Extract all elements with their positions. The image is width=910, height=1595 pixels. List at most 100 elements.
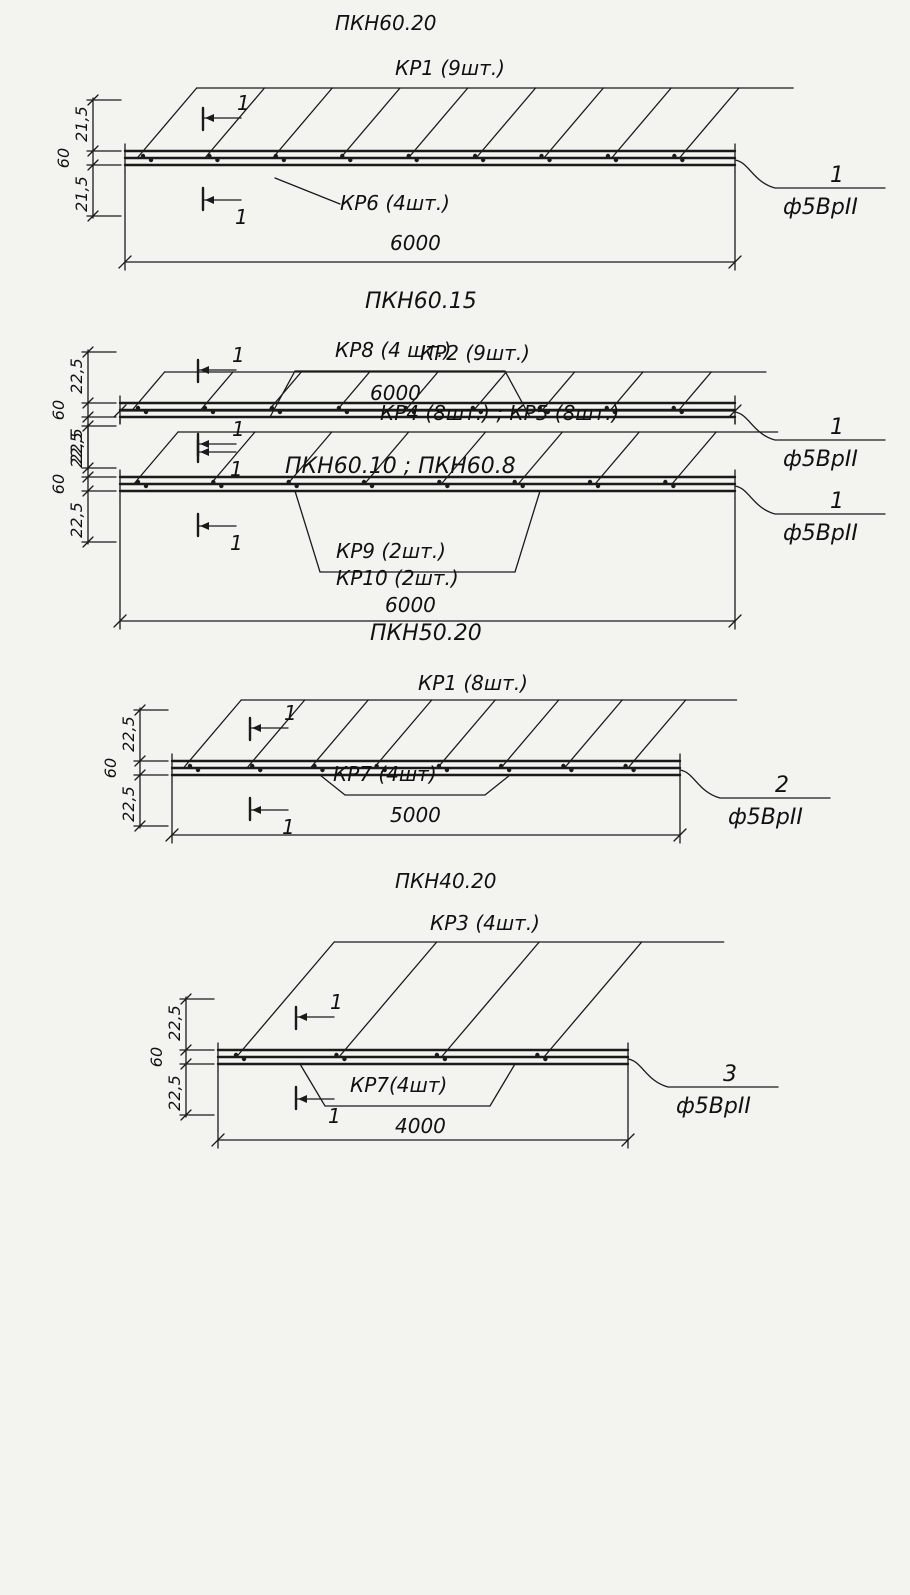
panel-5-weld-b-1 <box>241 1056 247 1062</box>
panel-1-weld-7 <box>539 153 544 159</box>
panel-5-weld-b-4 <box>543 1056 548 1062</box>
panel-1-weld-3 <box>273 153 279 159</box>
panel-4-top-label: КР1 (8шт.) <box>418 671 528 695</box>
panel-3-lower-label-2: КР10 (2шт.) <box>336 566 459 590</box>
panel-1-frame-diagonal-1 <box>136 87 198 159</box>
panel-5-weld-b-2 <box>342 1056 347 1062</box>
panel-4-section-top-head <box>252 724 261 732</box>
panel-1-weld-9 <box>672 153 677 159</box>
panel-1-frame-diagonal-9 <box>678 87 740 159</box>
panel-1-title: ПКН60.20 <box>335 11 437 35</box>
panel-3-weld-b-5 <box>445 483 450 489</box>
panel-3-weld-b-8 <box>671 483 676 489</box>
panel-2-tag-number: 1 <box>830 415 844 440</box>
panel-4-weld-3 <box>312 763 317 769</box>
panel-3-weld-6 <box>512 479 517 485</box>
panel-2-frame-diagonal-5 <box>404 371 439 411</box>
panel-2-dim-tick-left <box>113 404 127 418</box>
panel-2-frame-diagonal-9 <box>678 371 712 411</box>
panel-3-length: 6000 <box>385 593 436 617</box>
panel-5-weld-b-3 <box>442 1056 448 1062</box>
panel-1-frame-diagonal-3 <box>272 87 333 159</box>
panel-1-lower-leader <box>274 177 341 205</box>
panel-3-frame-diagonal-2 <box>210 431 256 485</box>
panel-4-title: ПКН50.20 <box>370 621 482 646</box>
panel-1-section-top-head <box>205 114 214 122</box>
panel-1-weld-b-2 <box>215 157 220 163</box>
panel-3-frame-diagonal-6 <box>517 431 564 485</box>
panel-3-weld-2 <box>211 479 216 485</box>
panel-4-weld-7 <box>561 763 566 769</box>
panel-5-weld-4 <box>535 1052 540 1058</box>
panel-1-weld-b-3 <box>281 157 287 163</box>
panel-4-frame-diagonal-6 <box>500 699 560 769</box>
panel-4-weld-b-5 <box>444 767 450 773</box>
panel-2-section-bottom-head <box>200 448 209 456</box>
panel-1-frame-diagonal-5 <box>407 87 469 159</box>
panel-1-weld-4 <box>340 153 345 159</box>
panel-4-tag-leader <box>679 769 831 799</box>
panel-5-frame-diagonal-2 <box>338 941 438 1058</box>
panel-1-weld-6 <box>472 153 478 159</box>
panel-3-weld-b-6 <box>520 483 525 489</box>
panel-1-frame-diagonal-6 <box>475 87 537 159</box>
panel-3-weld-7 <box>587 479 593 485</box>
panel-5-top-label: КР3 (4шт.) <box>430 911 540 935</box>
panel-3-tag-bar: ф5ВрII <box>783 521 858 546</box>
panel-1-lower-label: КР6 (4шт.) <box>340 191 450 215</box>
panel-2-weld-9 <box>671 405 676 411</box>
panel-4-section-mark-bottom: 1 <box>282 815 295 839</box>
panel-2-tag-bar: ф5ВрII <box>783 447 858 472</box>
panel-4-weld-6 <box>498 763 504 769</box>
panel-1-dim-tick-left <box>118 255 132 269</box>
panel-4-weld-2 <box>250 763 255 769</box>
panel-5-weld-3 <box>434 1052 440 1058</box>
panel-3-lower-label: КР9 (2шт.) <box>336 539 446 563</box>
panel-3-frame-diagonal-4 <box>363 431 410 485</box>
panel-4-frame-diagonal-8 <box>627 699 687 769</box>
panel-2-section-mark-top: 1 <box>232 343 245 367</box>
panel-3-dim-tick-right <box>728 614 742 628</box>
panel-2-dim-lower: 22,5 <box>67 428 86 464</box>
panel-4-weld-8 <box>623 763 628 769</box>
panel-2-section-top-head <box>200 366 209 374</box>
panel-4-frame-diagonal-5 <box>436 699 496 769</box>
panel-1-length: 6000 <box>390 231 441 255</box>
panel-4-weld-b-8 <box>631 767 636 773</box>
panel-5-tag-bar: ф5ВрII <box>676 1094 751 1119</box>
panel-4-frame-diagonal-3 <box>309 699 369 769</box>
panel-3-frame-diagonal-7 <box>594 431 640 485</box>
panel-1-tag-leader <box>734 159 886 189</box>
panel-1-weld-b-6 <box>480 157 486 163</box>
panel-1-dim-upper: 21,5 <box>72 106 91 142</box>
panel-3-frame-diagonal-5 <box>440 431 487 485</box>
panel-5-section-mark-bottom: 1 <box>328 1104 341 1128</box>
panel-1-weld-b-8 <box>613 157 619 163</box>
panel-2-frame-diagonal-4 <box>336 371 371 411</box>
panel-4-tag-number: 2 <box>775 773 789 798</box>
panel-1-weld-b-1 <box>148 157 154 163</box>
panel-1-weld-8 <box>605 153 611 159</box>
panel-1-weld-5 <box>406 153 411 159</box>
panel-4-frame-diagonal-7 <box>563 699 623 769</box>
panel-1-dim-tick-right <box>728 255 742 269</box>
panel-1-top-label: КР1 (9шт.) <box>395 56 505 80</box>
panel-3-weld-1 <box>135 479 141 485</box>
panel-3-section-bottom-head <box>200 522 209 530</box>
panel-3-frame-diagonal-1 <box>133 431 179 485</box>
panel-3-dim-tick-left <box>113 614 127 628</box>
panel-5-frame-diagonal-4 <box>543 941 643 1058</box>
panel-5-dim-upper: 22,5 <box>165 1005 184 1041</box>
panel-4-weld-5 <box>436 763 442 769</box>
panel-4-length: 5000 <box>390 803 441 827</box>
panel-2-frame-diagonal-2 <box>199 371 234 411</box>
panel-1-section-bottom-head <box>205 196 214 204</box>
panel-2-frame-diagonal-8 <box>609 371 644 411</box>
panel-4-weld-b-2 <box>258 767 263 773</box>
panel-2-frame-diagonal-3 <box>268 371 302 411</box>
panel-4-frame-diagonal-1 <box>182 699 242 769</box>
panel-2-weld-6 <box>470 405 476 411</box>
panel-1-tag-number: 1 <box>830 163 844 188</box>
panel-2-dim-tick-right <box>728 404 742 418</box>
